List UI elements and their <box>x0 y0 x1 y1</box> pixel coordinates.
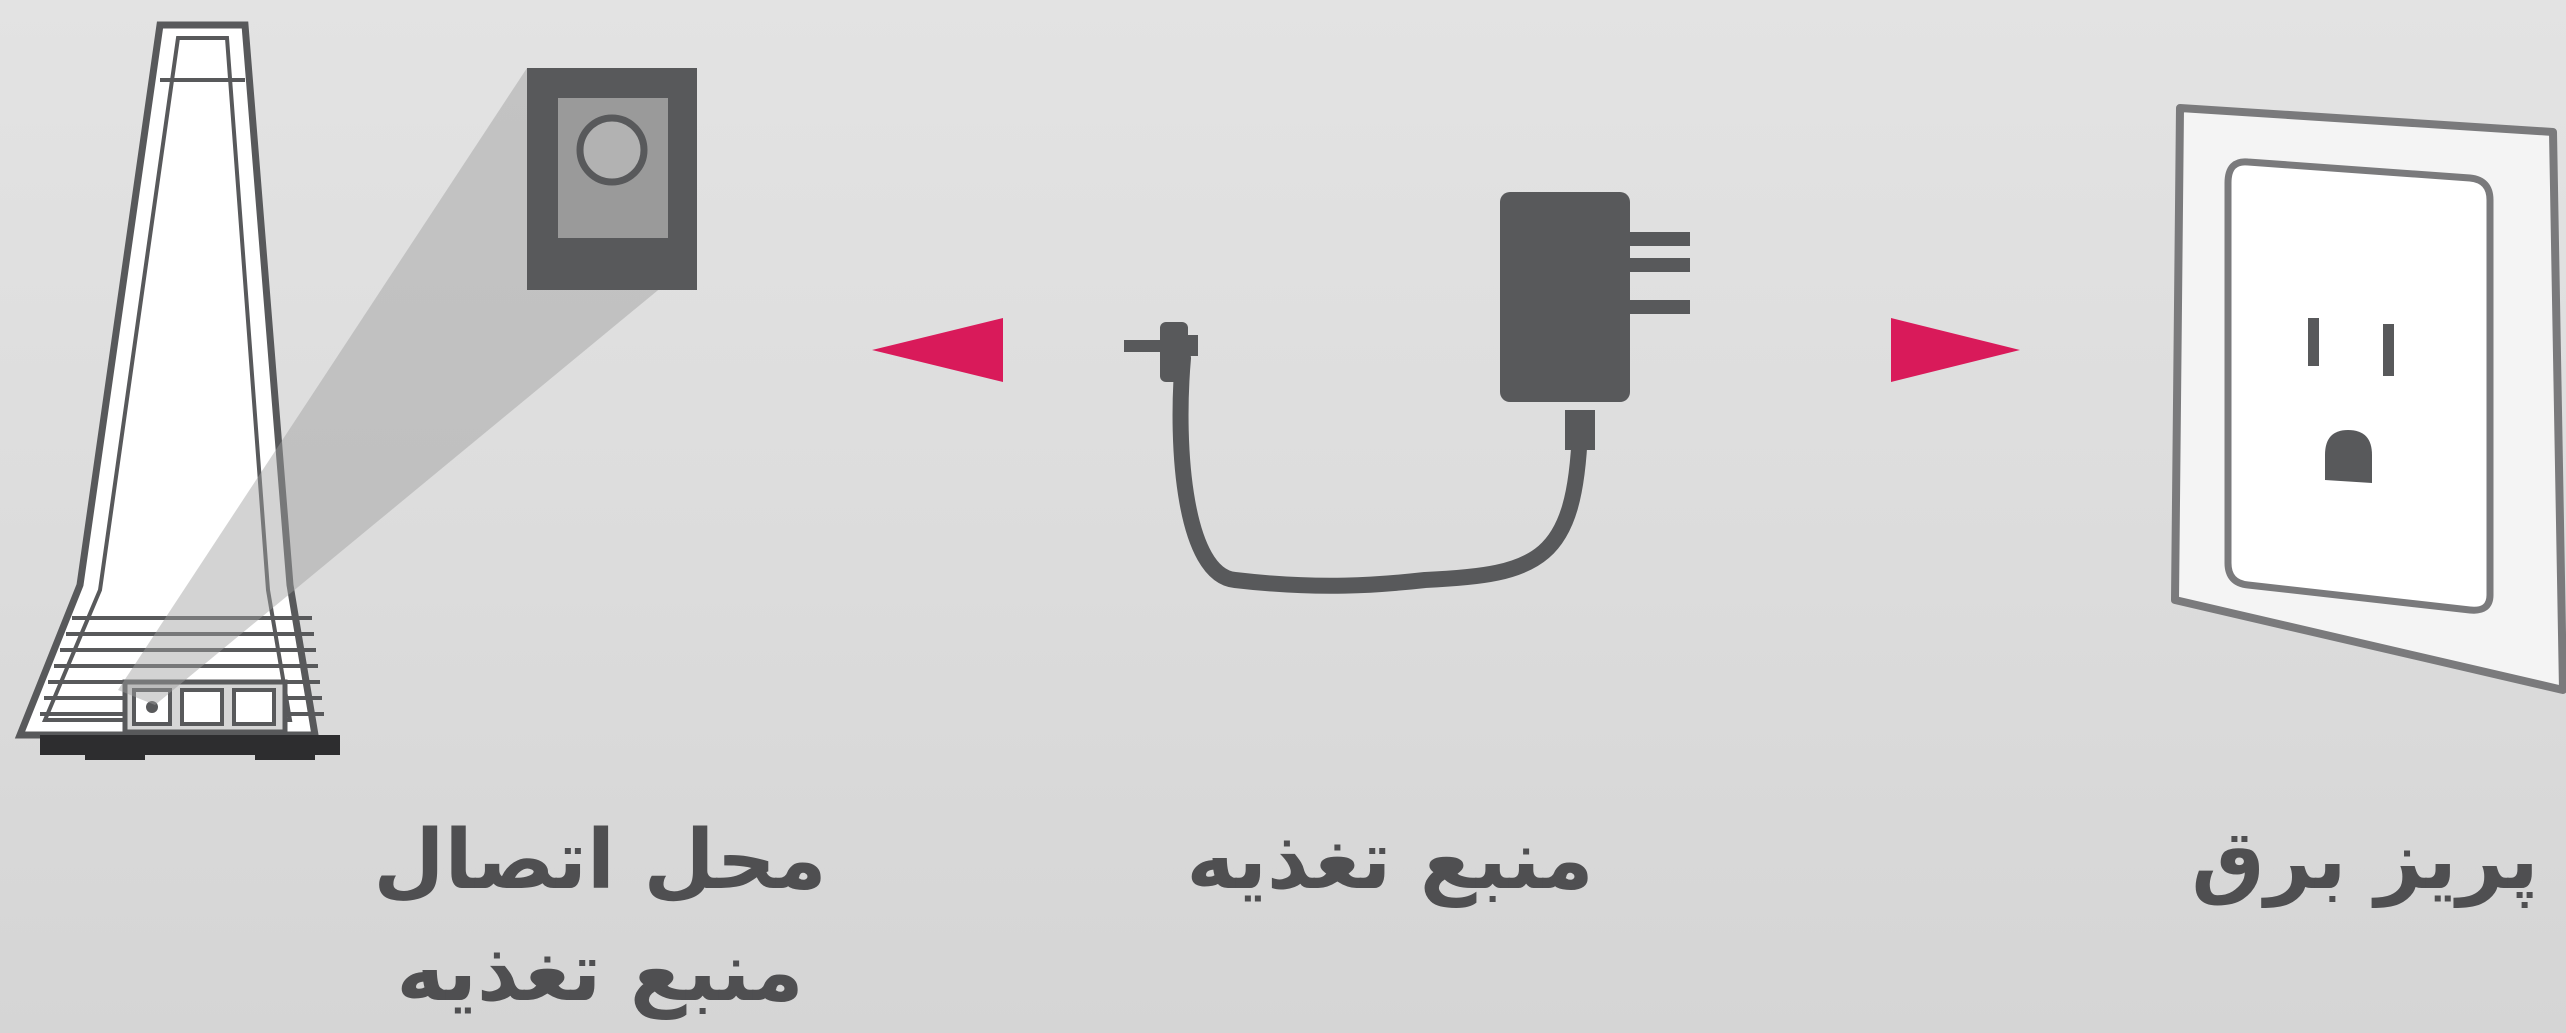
router-power-port-label-line2: منبع تغذیه <box>330 917 870 1029</box>
power-adapter-label: منبع تغذیه <box>1120 805 1660 917</box>
arrow-right-icon <box>1891 318 2020 382</box>
router-power-port-label: محل اتصال منبع تغذیه <box>330 805 870 1029</box>
router-power-port-label-line1: محل اتصال <box>330 805 870 917</box>
wall-outlet-icon <box>2175 108 2563 690</box>
power-adapter-icon <box>1124 192 1690 586</box>
wall-outlet-label: پریز برق <box>2170 805 2560 917</box>
arrow-left-icon <box>872 318 1003 382</box>
